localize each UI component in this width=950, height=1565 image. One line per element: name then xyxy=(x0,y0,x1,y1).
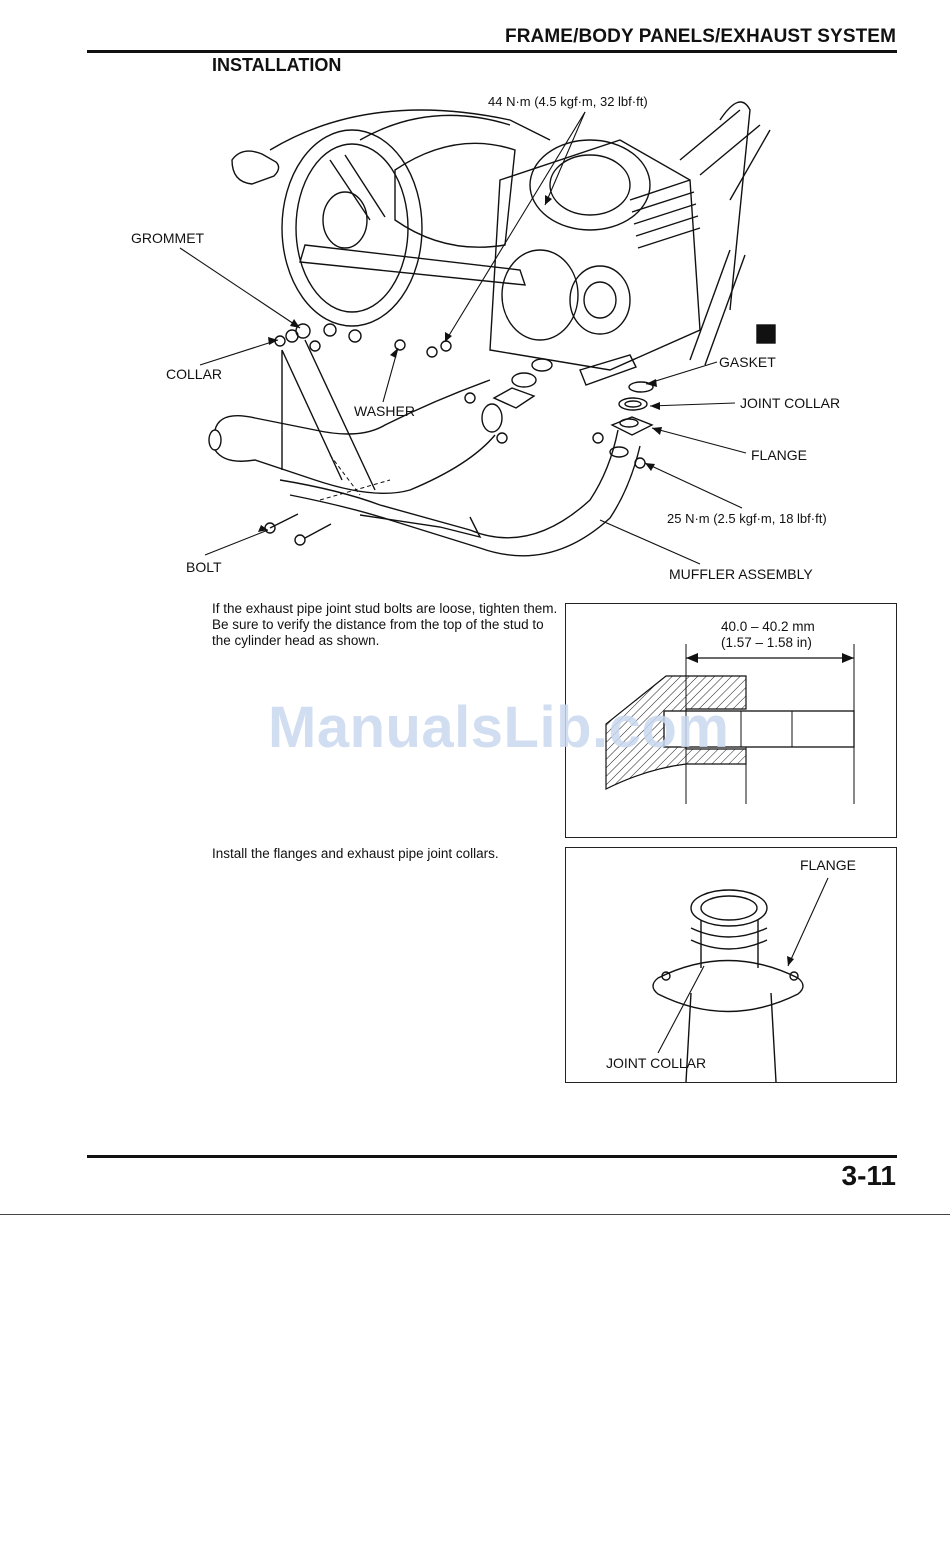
stud-dimension-figure: 40.0 – 40.2 mm (1.57 – 1.58 in) xyxy=(565,603,897,838)
flange-collar-figure: FLANGE JOINT COLLAR xyxy=(565,847,897,1083)
page-number: 3-11 xyxy=(841,1160,897,1191)
label-joint-collar: JOINT COLLAR xyxy=(740,395,841,411)
footer-rule xyxy=(87,1155,897,1158)
label-bolt: BOLT xyxy=(186,559,222,575)
label-joint-collar-detail: JOINT COLLAR xyxy=(606,1055,707,1071)
dimension-in: (1.57 – 1.58 in) xyxy=(721,635,812,650)
label-washer: WASHER xyxy=(354,403,415,419)
scan-edge-line xyxy=(0,1214,950,1215)
label-torque-25nm: 25 N·m (2.5 kgf·m, 18 lbf·ft) xyxy=(667,511,827,526)
section-title: FRAME/BODY PANELS/EXHAUST SYSTEM xyxy=(505,26,896,47)
exhaust-exploded-illustration xyxy=(179,101,776,565)
label-flange-detail: FLANGE xyxy=(800,857,857,873)
header-rule xyxy=(87,50,897,53)
step1-instruction: If the exhaust pipe joint stud bolts are… xyxy=(212,601,558,648)
watermark: ManualsLib.com xyxy=(268,695,730,760)
flange-collar-drawing xyxy=(652,877,829,1083)
stud-dimension-drawing xyxy=(605,644,855,804)
label-gasket: GASKET xyxy=(719,354,776,370)
dimension-mm: 40.0 – 40.2 mm xyxy=(721,619,815,634)
label-muffler-assembly: MUFFLER ASSEMBLY xyxy=(669,566,813,582)
label-flange: FLANGE xyxy=(751,447,808,463)
label-collar: COLLAR xyxy=(166,366,223,382)
label-grommet: GROMMET xyxy=(131,230,205,246)
page-subtitle: INSTALLATION xyxy=(212,55,342,75)
label-torque-44nm: 44 N·m (4.5 kgf·m, 32 lbf·ft) xyxy=(488,94,648,109)
step2-instruction: Install the flanges and exhaust pipe joi… xyxy=(212,846,499,861)
